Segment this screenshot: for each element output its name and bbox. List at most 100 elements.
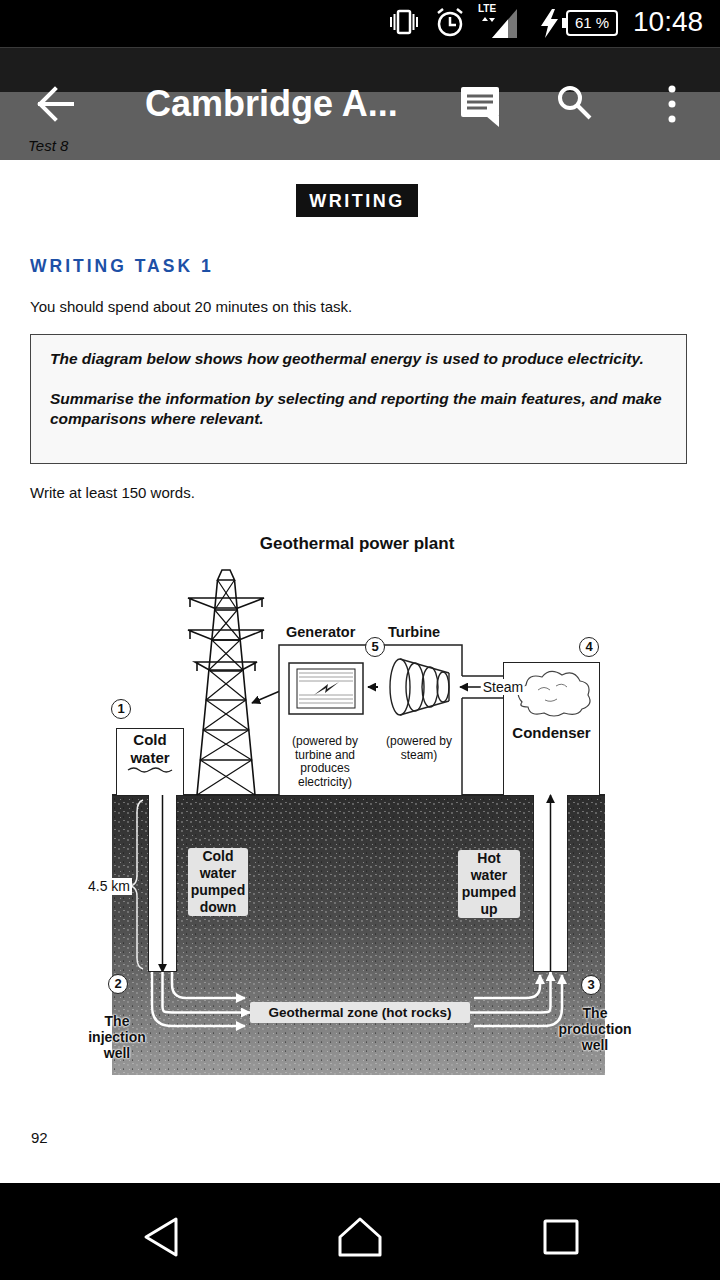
turbine-symbol [422,667,438,707]
battery-icon [562,11,617,35]
power-house [461,698,463,795]
generator-symbol [299,673,353,674]
battery-icon [562,18,567,28]
search-icon [560,88,590,118]
page-number: 92 [31,1129,48,1147]
status-bar [0,0,720,48]
back-arrow-icon [40,102,72,106]
generator-symbol [299,703,353,704]
alarm-icon [438,9,462,35]
network-type: LTE [478,3,496,15]
navigation-bar [340,1219,380,1255]
overflow-menu-icon [669,86,676,123]
comment-icon [461,87,499,117]
depth-brace [131,800,143,969]
turbine-symbol [400,659,449,673]
prompt-text: The diagram below shows how geothermal e… [50,349,678,369]
flow-arrow [470,972,551,1013]
status-bar [0,0,720,92]
vibrate-icon [390,17,392,27]
water-flow-lines [152,972,245,1026]
generator-symbol [299,673,353,703]
turbine-symbol [390,659,410,715]
geothermal-zone: Geothermal zone (hot rocks) [250,1002,470,1023]
power-house [279,645,462,795]
water-tank: Cold water [116,728,184,795]
pylon [196,662,198,671]
zone-label: Geothermal zone (hot rocks) [268,1002,451,1023]
pylon [235,580,256,795]
navigation-bar [0,1183,720,1280]
depth-brace [131,800,143,969]
well-shaft [148,795,177,972]
navigation-bar [0,1183,720,1280]
charging-icon [541,9,558,38]
pylon [261,598,263,607]
vibrate-icon [391,11,417,33]
ground [112,795,605,1075]
section-heading-box: WRITING [296,184,418,217]
steam-cloud [538,684,567,701]
instruction-text: You should spend about 20 minutes on thi… [30,298,352,316]
vibrate-icon [394,14,396,30]
generator-symbol [289,663,363,714]
turbine-symbol [390,659,449,715]
pylon [197,580,218,795]
pylon [203,729,249,731]
water-flow-lines [172,972,245,998]
charging-icon [541,9,558,38]
power-house [279,645,462,795]
well-shaft [533,795,568,972]
section-heading: WRITING [309,191,405,211]
callout-number: 2 [108,974,128,994]
alarm-icon [439,13,461,35]
generator-symbol [299,695,353,696]
ground [112,795,605,1075]
callout-number: 1 [111,699,131,719]
dimension-label: 4.5 km [86,878,132,895]
back-arrow-icon [40,89,72,119]
flow-arrow [368,686,378,688]
pylon [215,609,238,611]
turbine: Turbine(powered by steam) [378,619,460,794]
callout-number: 4 [579,637,599,657]
turbine-symbol [448,673,449,701]
part-note: (powered by turbine and produces electri… [284,735,366,789]
ground [112,795,605,1075]
steam-cloud [518,671,590,716]
navigation-bar [545,1221,577,1253]
injection-well: The injection well [148,795,177,972]
page-header: Test 8 [28,137,68,155]
well-name: The injection well [81,1013,153,1061]
flow-label: Cold water pumped down [188,848,248,916]
power-house [279,645,503,795]
flow-arrow [550,795,552,972]
comment-icon [486,116,499,127]
signal-icon [492,19,508,38]
power-house [462,697,503,699]
water-flow-lines [474,975,540,998]
part-name: Condenser [504,724,599,742]
part-note: (powered by steam) [380,735,458,762]
diagram-title: Geothermal power plant [260,534,455,554]
pylon [200,759,251,761]
pylon [189,598,191,607]
well-name: The production well [554,1005,636,1053]
water-flow-lines [474,975,562,1026]
comment-icon [467,95,493,98]
pylon [197,580,252,795]
generator-symbol [299,681,353,682]
clock: 10:48 [633,6,703,38]
flow-label: Hot water pumped up [458,850,520,918]
battery-icon [567,11,617,35]
production-well: The production well [533,795,568,972]
overflow-menu-icon [669,86,676,93]
comment-icon [467,107,487,110]
callout-number: 5 [365,637,385,657]
vibrate-icon [413,14,415,30]
task-prompt-box: The diagram below shows how geothermal e… [30,334,687,464]
search-icon [577,105,590,118]
generator-symbol [289,663,363,714]
well-shaft [148,795,568,972]
comment-icon [461,87,499,127]
